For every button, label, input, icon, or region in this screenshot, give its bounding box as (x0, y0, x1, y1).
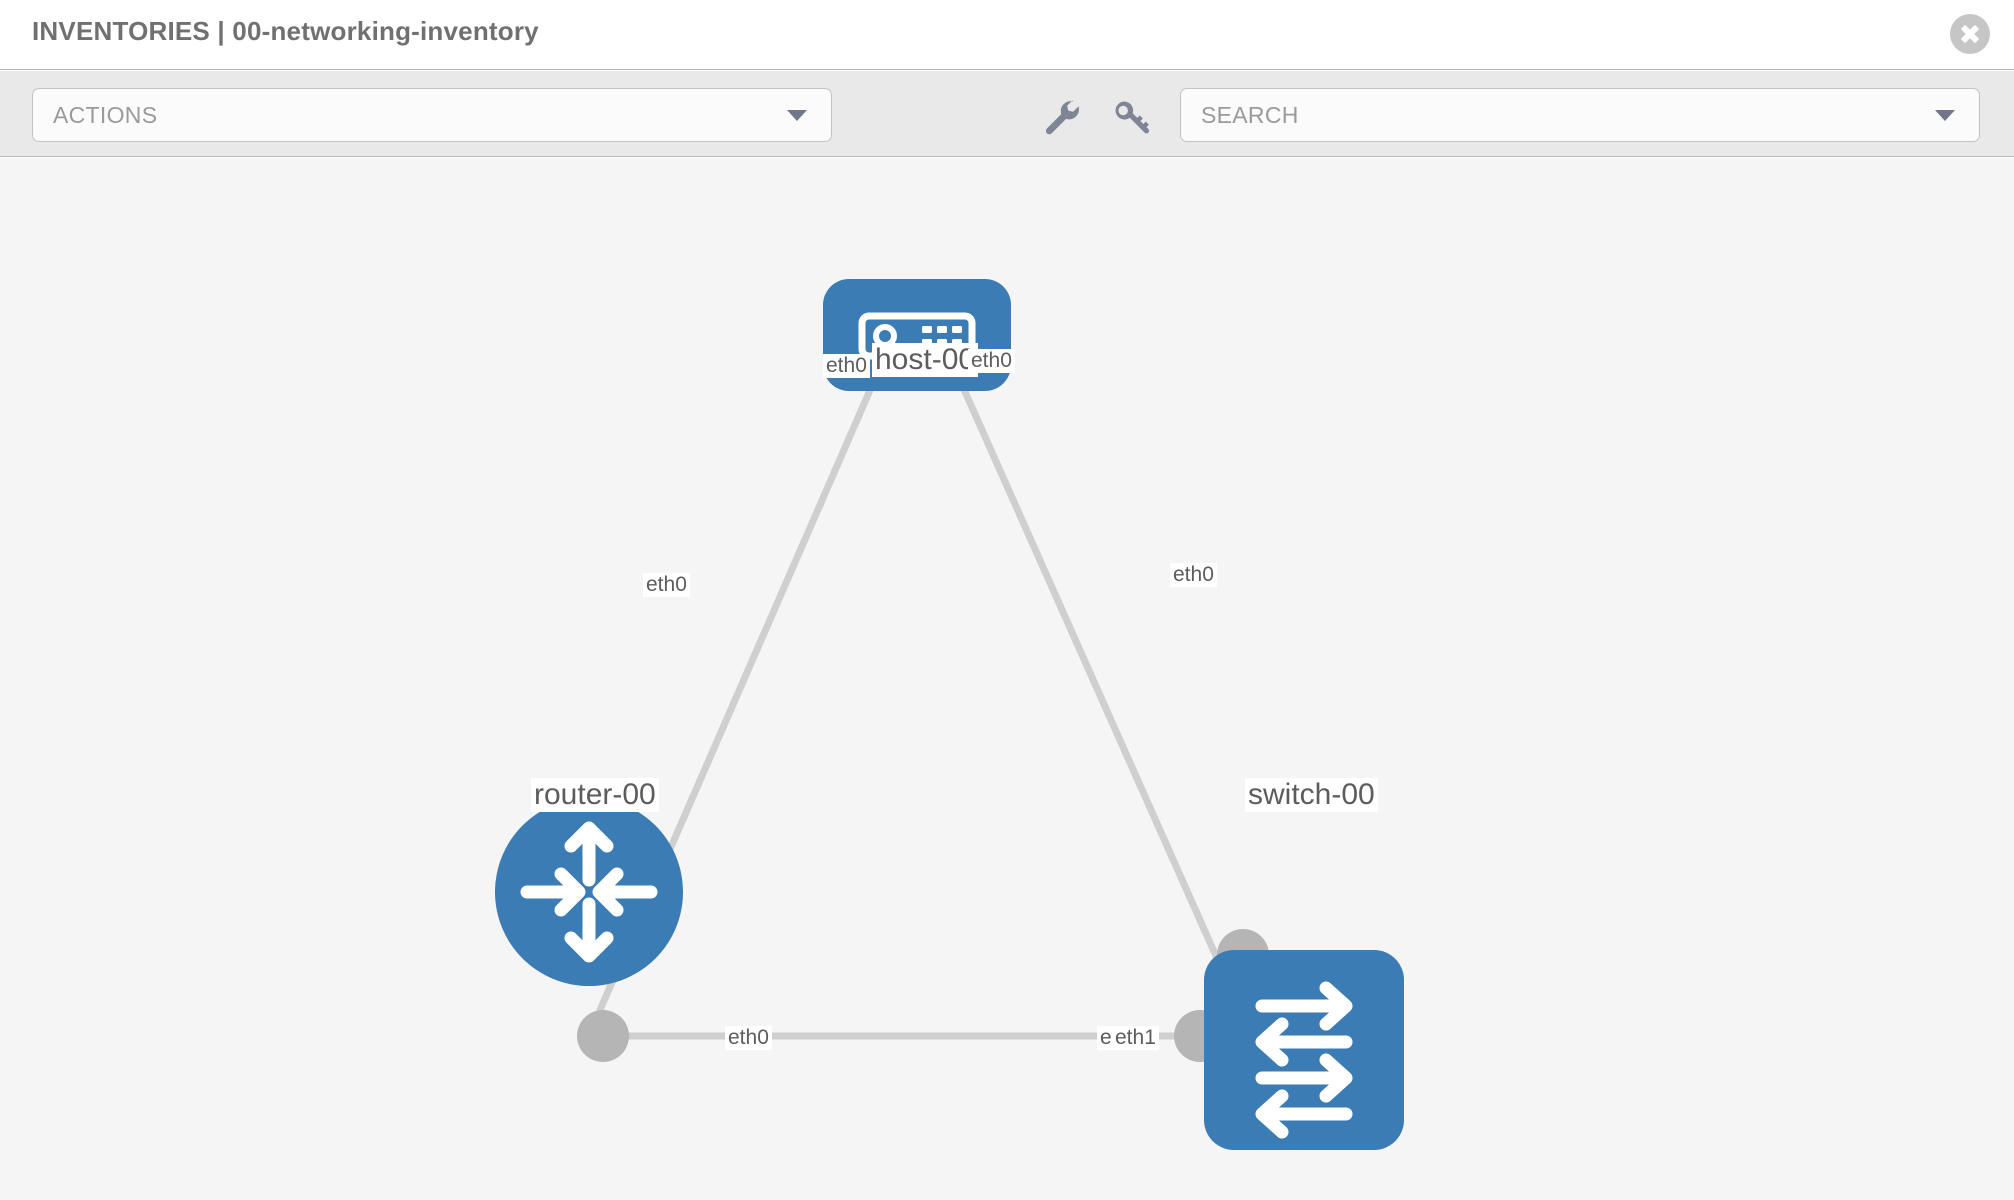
chevron-down-icon (787, 110, 807, 121)
close-icon[interactable] (1950, 14, 1990, 54)
node-label-host-00: host-00 (872, 343, 979, 377)
interface-label-switch-eth0-host: eth0 (1170, 563, 1217, 588)
actions-dropdown-label: ACTIONS (53, 102, 158, 128)
interface-label-host-eth0-router: eth0 (823, 354, 870, 379)
search-input-label: SEARCH (1201, 102, 1299, 128)
key-icon[interactable] (1108, 97, 1152, 137)
topology-graph (495, 279, 1404, 1150)
toolbar: ACTIONS SEARCH (0, 71, 2014, 157)
router-four-arrows-icon (520, 821, 658, 963)
interface-label-router-eth0-host: eth0 (643, 573, 690, 598)
node-router-00 (495, 798, 683, 986)
page-header: INVENTORIES | 00-networking-inventory (0, 0, 2014, 70)
topology-canvas[interactable]: host-00 router-00 switch-00 eth0 eth0 et… (0, 158, 2014, 1200)
switch-exchange-arrows-icon (1255, 981, 1353, 1139)
chevron-down-icon (1935, 110, 1955, 121)
interface-endpoints (577, 324, 1269, 1062)
node-label-router-00: router-00 (531, 778, 659, 812)
page-title: INVENTORIES | 00-networking-inventory (32, 16, 539, 46)
node-label-switch-00: switch-00 (1245, 778, 1378, 812)
interface-circle-router-right (577, 1010, 629, 1062)
actions-dropdown[interactable]: ACTIONS (32, 88, 832, 142)
interface-label-router-eth0-switch: eth0 (725, 1026, 772, 1051)
interface-label-switch-eth1-router: eth1 (1112, 1026, 1159, 1051)
interface-label-host-eth0-switch: eth0 (968, 349, 1015, 374)
wrench-icon[interactable] (1040, 97, 1084, 137)
link-host-switch (946, 354, 1244, 1014)
search-input[interactable]: SEARCH (1180, 88, 1980, 142)
node-switch-00 (1204, 950, 1404, 1150)
